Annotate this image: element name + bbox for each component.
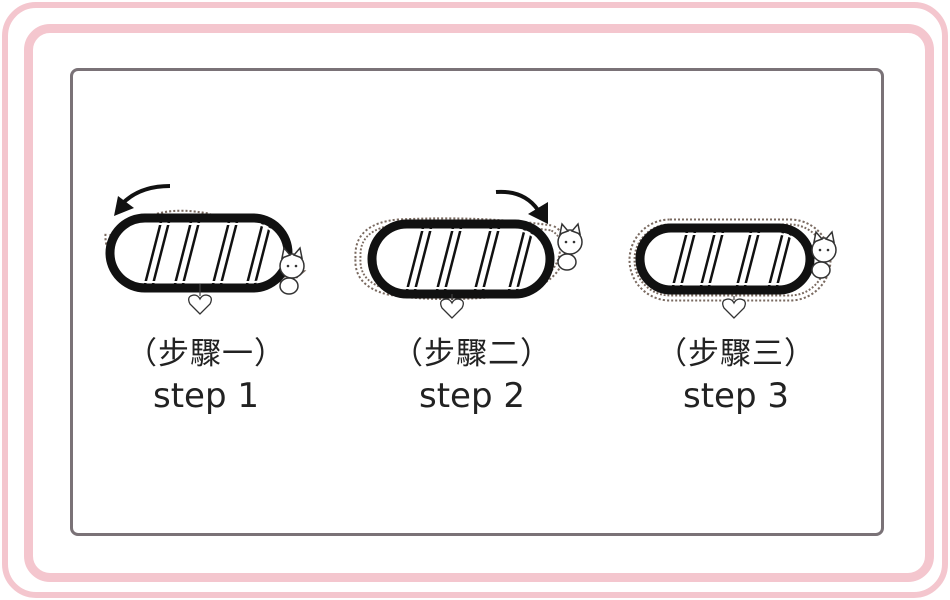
inner-pink-frame <box>24 24 934 582</box>
striped-card <box>367 219 555 299</box>
step-1-caption-en: step 1 <box>153 376 259 416</box>
curved-arrow-icon <box>495 189 548 224</box>
kitty-charm-icon <box>279 246 305 295</box>
striped-card <box>105 213 293 293</box>
step-1-illustration <box>104 184 307 315</box>
curved-arrow-icon <box>114 184 171 216</box>
kitty-charm-icon <box>557 222 583 271</box>
step-2-caption-en: step 2 <box>419 376 525 416</box>
heart-tag-icon <box>440 294 464 319</box>
heart-tag-icon <box>188 284 212 315</box>
step-2: （步驟二） step 2 <box>352 176 592 416</box>
step-3-caption-zh: （步驟三） <box>656 336 816 372</box>
step-3-caption-en: step 3 <box>683 376 789 416</box>
heart-tag-icon <box>722 296 746 319</box>
step-1-caption-zh: （步驟一） <box>126 336 286 372</box>
kitty-charm-icon <box>811 230 837 279</box>
step-1: （步驟一） step 1 <box>86 176 326 416</box>
step-2-caption-zh: （步驟二） <box>392 336 552 372</box>
step-3-illustration <box>628 218 837 319</box>
striped-card <box>635 223 815 295</box>
step-3: （步驟三） step 3 <box>616 176 856 416</box>
step-2-illustration <box>354 189 583 319</box>
